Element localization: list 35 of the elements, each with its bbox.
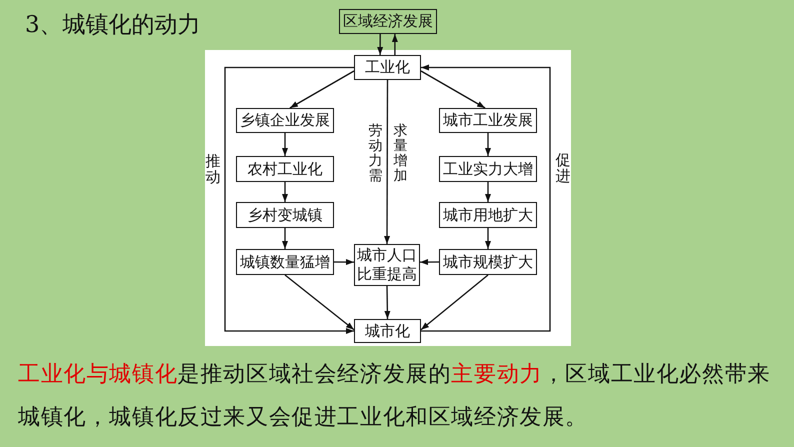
- process-box: 城市工业发展: [439, 108, 537, 133]
- caption: 工业化与城镇化是推动区域社会经济发展的主要动力，区域工业化必然带来城镇化，城镇化反过来又会促进工业化和区域经济发展。: [18, 361, 772, 432]
- process-box: 城市规模扩大: [439, 249, 537, 275]
- process-box: 工业实力大增: [439, 156, 537, 182]
- title: 3、城镇化的动力: [25, 11, 201, 40]
- arrow: [284, 274, 354, 330]
- process-box: 城市用地扩大: [439, 202, 537, 228]
- arrow: [485, 182, 491, 202]
- process-box: 区域经济发展: [339, 9, 437, 34]
- edge-label: 推动: [205, 153, 221, 186]
- arrow: [224, 66, 354, 334]
- arrow: [282, 133, 288, 156]
- arrow: [420, 259, 439, 266]
- arrow: [420, 70, 486, 109]
- edge-label: 促进: [555, 152, 571, 185]
- process-box: 城市化: [354, 319, 421, 343]
- arrow: [282, 182, 288, 202]
- arrow: [384, 286, 390, 319]
- arrow: [392, 34, 398, 55]
- process-box: 城市人口比重提高: [354, 244, 420, 286]
- process-box: 农村工业化: [236, 156, 334, 182]
- process-box: 工业化: [354, 55, 421, 80]
- arrow: [334, 259, 354, 266]
- arrow: [377, 34, 384, 55]
- process-box: 城镇数量猛增: [236, 249, 334, 275]
- arrow: [485, 228, 491, 249]
- process-box: 乡村变城镇: [236, 202, 334, 228]
- arrow: [485, 133, 491, 156]
- arrow: [421, 64, 551, 332]
- edge-label: 劳动力需求量增加: [368, 124, 408, 185]
- arrow: [290, 70, 354, 109]
- process-box: 乡镇企业发展: [236, 108, 334, 133]
- arrow: [384, 80, 390, 244]
- arrow: [282, 228, 288, 249]
- arrow: [420, 274, 488, 330]
